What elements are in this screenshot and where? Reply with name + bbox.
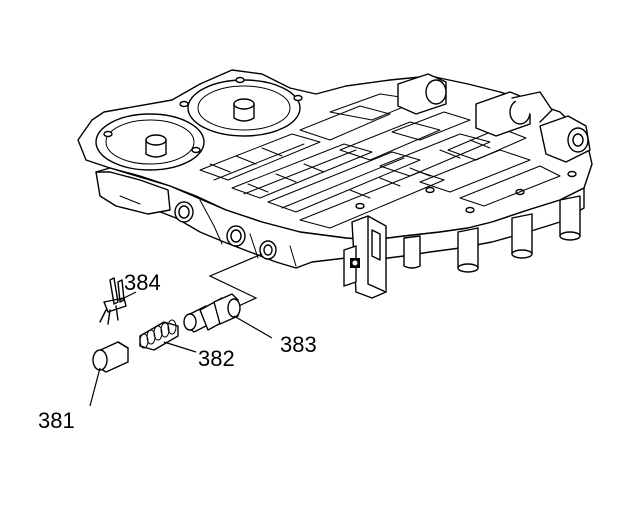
callout-383: 383 xyxy=(280,332,317,357)
valve-body xyxy=(77,69,593,299)
callout-384: 384 xyxy=(124,270,161,295)
callout-leaders xyxy=(89,291,273,407)
part-382-spring xyxy=(139,319,179,351)
part-381-plug xyxy=(92,341,129,373)
part-383-valve xyxy=(183,293,241,333)
alignment-bracket-line xyxy=(208,253,263,311)
callout-382: 382 xyxy=(198,346,235,371)
callout-381: 381 xyxy=(38,408,75,433)
part-384-clip xyxy=(99,277,127,325)
